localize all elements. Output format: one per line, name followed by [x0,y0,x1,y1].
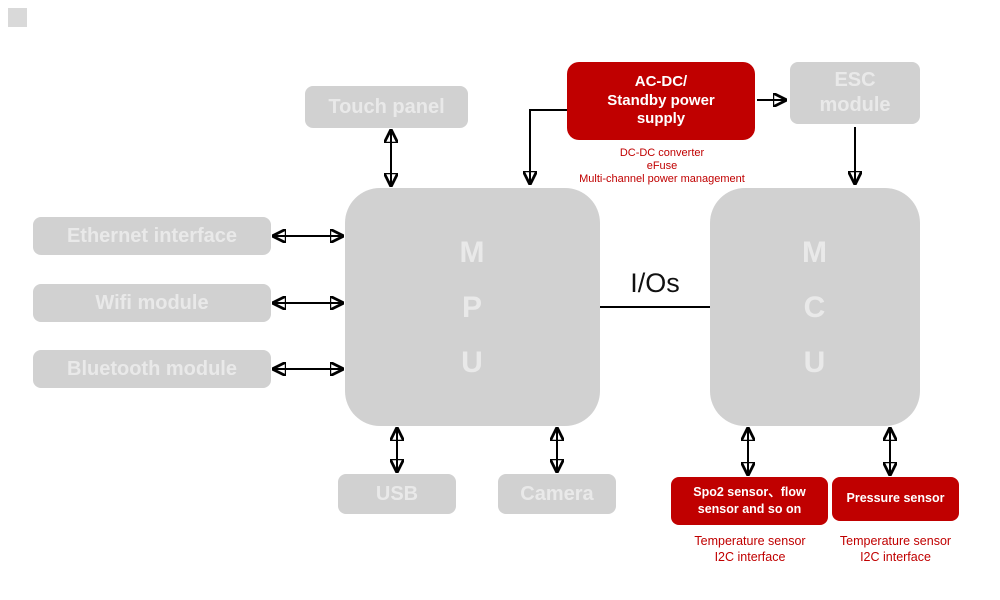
touch-panel-block: Touch panel [305,86,468,128]
ios-label: I/Os [630,268,680,298]
corner-square [8,8,27,27]
bluetooth-block: Bluetooth module [33,350,271,388]
pressure-sensor-caption: Temperature sensor I2C interface [839,534,952,564]
power-supply-block: AC-DC/ Standby power supply [567,62,755,140]
spo2-sensor-caption: Temperature sensor I2C interface [694,534,806,564]
mcu-block: M C U [710,188,920,426]
spo2-sensor-block: Spo2 sensor、flow sensor and so on [671,477,828,525]
usb-block: USB [338,474,456,514]
esc-module-block: ESC module [790,62,920,124]
pressure-sensor-block: Pressure sensor [832,477,959,521]
power-supply-caption: DC-DC converter eFuse Multi-channel powe… [579,147,745,186]
camera-block: Camera [498,474,616,514]
ethernet-block: Ethernet interface [33,217,271,255]
mpu-block: M P U [345,188,600,426]
wifi-block: Wifi module [33,284,271,322]
